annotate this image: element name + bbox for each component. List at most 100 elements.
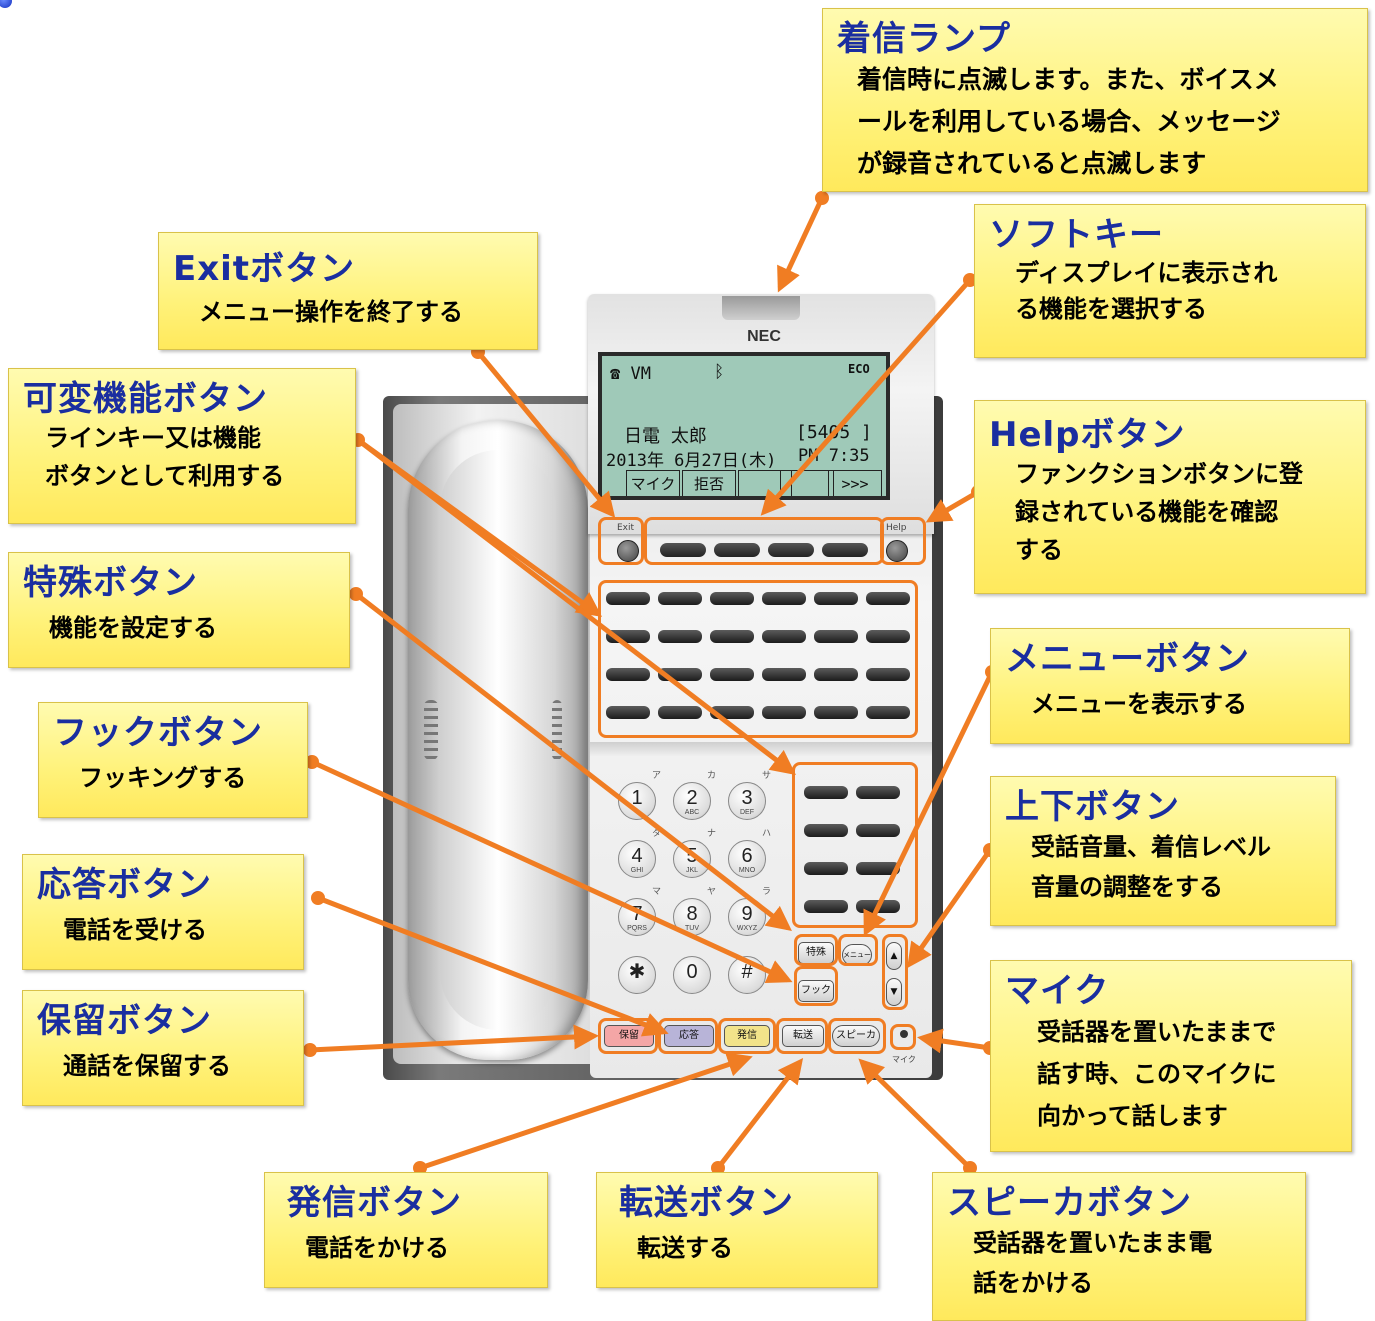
volume-down-button[interactable]: ▼ xyxy=(886,978,902,1006)
callout-description: 受話器を置いたまま電 話をかける xyxy=(973,1229,1213,1297)
keypad-digit: 3 xyxy=(741,787,753,809)
variable-function-key[interactable] xyxy=(606,592,650,605)
callout-hold: 保留ボタン 通話を保留する xyxy=(22,990,304,1106)
variable-function-key[interactable] xyxy=(866,592,910,605)
leader-incoming-lamp xyxy=(777,196,825,293)
variable-function-key[interactable] xyxy=(814,706,858,719)
voicemail-indicator: VM xyxy=(630,364,651,384)
callout-description: フッキングする xyxy=(79,764,247,792)
variable-function-key[interactable] xyxy=(762,706,806,719)
variable-function-key[interactable] xyxy=(814,592,858,605)
variable-function-key[interactable] xyxy=(762,630,806,643)
leader-hold xyxy=(309,1024,599,1053)
keypad-key[interactable]: 0 xyxy=(673,956,711,994)
leader-dot xyxy=(413,1161,427,1175)
kana-mark: カ xyxy=(707,771,717,781)
dial-button[interactable]: 発信 xyxy=(724,1025,770,1047)
leader-help xyxy=(925,489,980,523)
help-button[interactable] xyxy=(886,540,908,562)
side-function-key[interactable] xyxy=(856,862,900,875)
callout-title: フックボタン xyxy=(53,713,263,753)
callout-title: 応答ボタン xyxy=(37,865,212,905)
hook-button[interactable]: フック xyxy=(798,980,834,1002)
keypad-digit: ✱ xyxy=(628,961,646,983)
volume-up-button[interactable]: ▲ xyxy=(886,942,902,970)
callout-description: ファンクションボタンに登 録されている機能を確認 する xyxy=(1015,460,1303,564)
callout-title: ソフトキー xyxy=(989,215,1164,255)
callout-description: 転送する xyxy=(637,1234,733,1262)
softkey-3[interactable] xyxy=(768,543,814,557)
callout-description: ラインキー又は機能 ボタンとして利用する xyxy=(45,424,285,490)
keypad-letters: GHI xyxy=(630,867,644,874)
callout-description: 着信時に点滅します。また、ボイスメ ールを利用している場合、メッセージ が録音さ… xyxy=(857,65,1281,178)
variable-function-key[interactable] xyxy=(762,668,806,681)
callout-description: メニューを表示する xyxy=(1031,690,1247,718)
side-function-key[interactable] xyxy=(804,862,848,875)
variable-function-key[interactable] xyxy=(814,630,858,643)
variable-function-key[interactable] xyxy=(710,668,754,681)
softkey-4[interactable] xyxy=(822,543,868,557)
variable-function-key[interactable] xyxy=(866,668,910,681)
side-function-key[interactable] xyxy=(856,786,900,799)
leader-hook xyxy=(310,759,793,984)
kana-mark: ラ xyxy=(762,887,772,897)
keypad-letters: DEF xyxy=(740,809,754,816)
side-function-key[interactable] xyxy=(856,824,900,837)
side-function-key[interactable] xyxy=(804,900,848,913)
incoming-lamp xyxy=(722,296,800,320)
variable-function-key[interactable] xyxy=(606,668,650,681)
variable-function-key[interactable] xyxy=(866,630,910,643)
side-function-key[interactable] xyxy=(804,786,848,799)
keypad-letters: JKL xyxy=(685,867,699,874)
variable-function-key[interactable] xyxy=(658,630,702,643)
callout-description: 受話器を置いたままで 話す時、このマイクに 向かって話します xyxy=(1037,1018,1277,1130)
menu-button[interactable]: メニュー xyxy=(842,944,872,966)
leader-dot xyxy=(311,891,325,905)
callout-title: 特殊ボタン xyxy=(23,563,198,603)
keypad-key[interactable]: ✱ xyxy=(618,956,656,994)
microphone-hole xyxy=(900,1030,908,1038)
updown-highlight xyxy=(882,934,908,1010)
variable-function-key[interactable] xyxy=(762,592,806,605)
keypad-key[interactable]: 1 xyxy=(618,782,656,820)
variable-function-key[interactable] xyxy=(866,706,910,719)
variable-function-key[interactable] xyxy=(658,592,702,605)
speaker-highlight xyxy=(828,1018,886,1054)
exit-highlight xyxy=(598,517,644,565)
callout-updown: 上下ボタン 受話音量、着信レベル 音量の調整をする xyxy=(990,776,1336,926)
kana-mark: ナ xyxy=(707,829,717,839)
variable-function-key[interactable] xyxy=(814,668,858,681)
keypad-digit: 7 xyxy=(631,903,643,925)
callout-title: Helpボタン xyxy=(989,415,1186,455)
lcd-name: 日電 太郎 xyxy=(624,426,707,447)
callout-description: 電話を受ける xyxy=(63,916,207,944)
callout-title: 発信ボタン xyxy=(287,1183,462,1223)
speaker-button[interactable]: スピーカ xyxy=(832,1025,880,1047)
variable-function-key[interactable] xyxy=(710,592,754,605)
variable-function-key[interactable] xyxy=(658,706,702,719)
side-function-key[interactable] xyxy=(804,824,848,837)
keypad-digit: 6 xyxy=(741,845,753,867)
leader-softkey xyxy=(760,278,972,516)
variable-keys-highlight xyxy=(598,580,918,738)
exit-button[interactable] xyxy=(617,540,639,562)
callout-dial: 発信ボタン 電話をかける xyxy=(264,1172,548,1288)
softkey-1[interactable] xyxy=(660,543,706,557)
mic-highlight xyxy=(890,1024,916,1050)
leader-variable-b xyxy=(356,438,796,776)
softkey-2[interactable] xyxy=(714,543,760,557)
keypad-digit: 9 xyxy=(741,903,753,925)
variable-function-key[interactable] xyxy=(606,706,650,719)
kana-mark: サ xyxy=(762,771,772,781)
kana-mark: ハ xyxy=(762,829,772,839)
keypad-digit: 2 xyxy=(686,787,698,809)
lcd-softkey-label xyxy=(780,470,834,496)
callout-transfer: 転送ボタン 転送する xyxy=(596,1172,878,1288)
variable-function-key[interactable] xyxy=(710,630,754,643)
transfer-button[interactable]: 転送 xyxy=(782,1025,824,1047)
